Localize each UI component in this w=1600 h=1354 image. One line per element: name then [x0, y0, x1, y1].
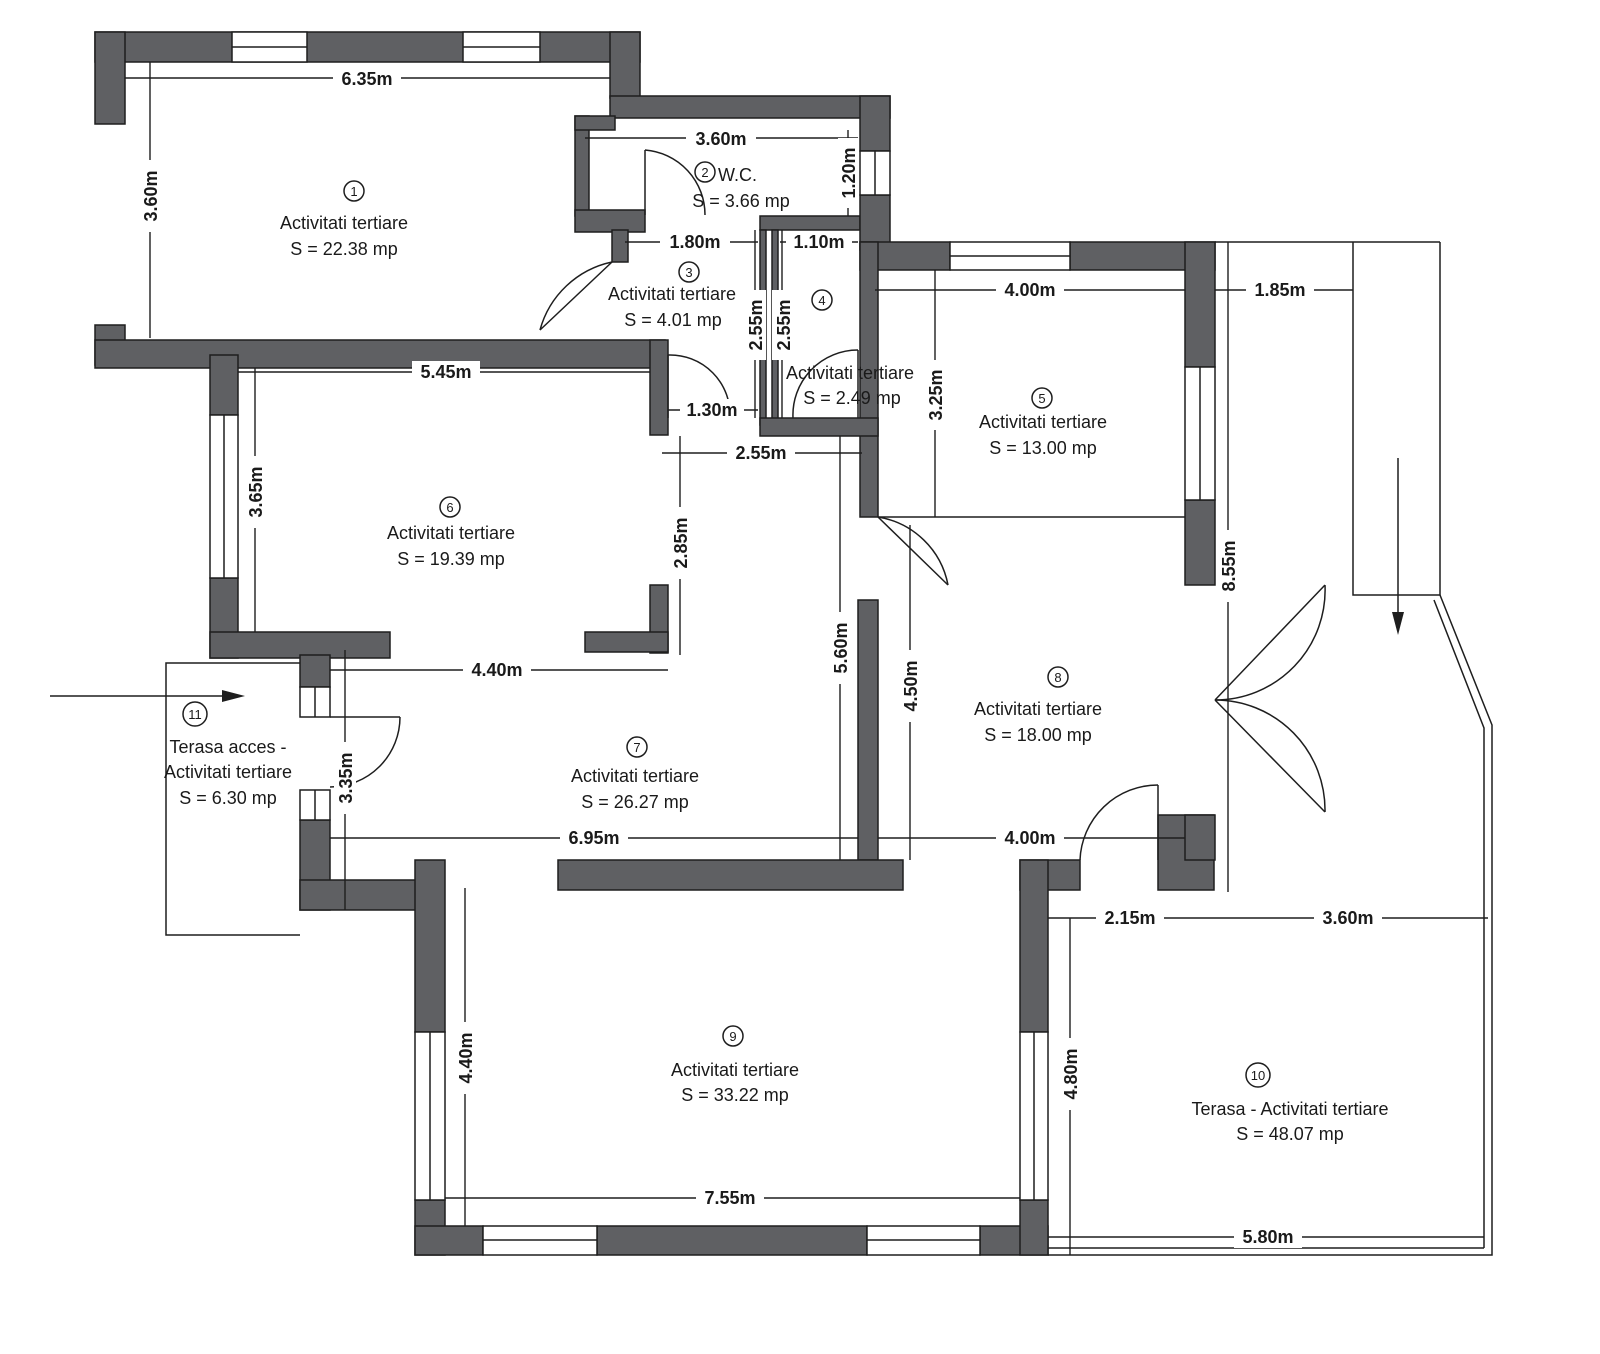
- room-name: Activitati tertiare: [979, 412, 1107, 432]
- terrace-outlines: [50, 241, 1493, 1256]
- room-name: W.C.: [718, 165, 757, 185]
- room-6: 6 Activitati tertiare S = 19.39 mp: [387, 496, 515, 569]
- room-area: S = 19.39 mp: [397, 549, 505, 569]
- svg-text:6: 6: [446, 500, 453, 515]
- room-area: S = 3.66 mp: [692, 191, 790, 211]
- dim-label: 4.40m: [456, 1032, 476, 1083]
- svg-text:5: 5: [1038, 391, 1045, 406]
- room-area: S = 48.07 mp: [1236, 1124, 1344, 1144]
- room-name: Activitati tertiare: [671, 1060, 799, 1080]
- dim-label: 2.15m: [1104, 908, 1155, 928]
- room-9: 9 Activitati tertiare S = 33.22 mp: [671, 1025, 799, 1105]
- dim-label: 3.60m: [141, 170, 161, 221]
- room-name: Activitati tertiare: [974, 699, 1102, 719]
- room-area: S = 26.27 mp: [581, 792, 689, 812]
- room-3: 3 Activitati tertiare S = 4.01 mp: [608, 261, 736, 330]
- room-area: S = 33.22 mp: [681, 1085, 789, 1105]
- dim-label: 4.00m: [1004, 280, 1055, 300]
- room-1: 1 Activitati tertiare S = 22.38 mp: [280, 180, 408, 259]
- dim-label: 3.65m: [246, 466, 266, 517]
- svg-text:3: 3: [685, 265, 692, 280]
- dim-label: 1.80m: [669, 232, 720, 252]
- svg-text:4: 4: [818, 293, 825, 308]
- room-name: Terasa - Activitati tertiare: [1191, 1099, 1388, 1119]
- dim-label: 4.50m: [901, 660, 921, 711]
- doors: [329, 149, 1326, 861]
- room-name-line1: Terasa acces -: [169, 737, 286, 757]
- room-name-line2: Activitati tertiare: [164, 762, 292, 782]
- svg-text:2: 2: [701, 165, 708, 180]
- svg-text:1: 1: [350, 184, 357, 199]
- room-8: 8 Activitati tertiare S = 18.00 mp: [974, 666, 1102, 745]
- room-10: 10 Terasa - Activitati tertiare S = 48.0…: [1191, 1062, 1389, 1144]
- dim-label: 5.45m: [420, 362, 471, 382]
- dim-label: 4.40m: [471, 660, 522, 680]
- svg-text:7: 7: [633, 740, 640, 755]
- dim-label: 4.00m: [1004, 828, 1055, 848]
- dim-label: 7.55m: [704, 1188, 755, 1208]
- dim-label: 2.55m: [746, 299, 766, 350]
- dim-label: 3.35m: [336, 752, 356, 803]
- dim-label: 4.80m: [1061, 1048, 1081, 1099]
- room-labels: 1 Activitati tertiare S = 22.38 mp 2 W.C…: [164, 161, 1389, 1144]
- dim-label: 3.25m: [926, 369, 946, 420]
- windows: [209, 31, 1216, 1256]
- dim-label: 5.80m: [1242, 1227, 1293, 1247]
- svg-text:11: 11: [188, 707, 202, 722]
- dim-label: 3.60m: [695, 129, 746, 149]
- room-2: 2 W.C. S = 3.66 mp: [692, 161, 790, 211]
- room-5: 5 Activitati tertiare S = 13.00 mp: [979, 387, 1107, 458]
- svg-text:8: 8: [1054, 670, 1061, 685]
- room-area: S = 2.49 mp: [803, 388, 901, 408]
- svg-text:10: 10: [1251, 1068, 1265, 1083]
- room-7: 7 Activitati tertiare S = 26.27 mp: [571, 736, 699, 812]
- dim-label: 6.35m: [341, 69, 392, 89]
- dim-label: 1.85m: [1254, 280, 1305, 300]
- room-area: S = 4.01 mp: [624, 310, 722, 330]
- dim-label: 3.60m: [1322, 908, 1373, 928]
- room-area: S = 13.00 mp: [989, 438, 1097, 458]
- room-name: Activitati tertiare: [608, 284, 736, 304]
- room-name: Activitati tertiare: [280, 213, 408, 233]
- room-4: 4 Activitati tertiare S = 2.49 mp: [786, 289, 914, 408]
- dim-label: 1.20m: [839, 147, 859, 198]
- dimension-labels: 6.35m 3.60m 3.60m 1.20m 1.80m 1.10m 2.55…: [139, 67, 1382, 1248]
- dim-label: 2.55m: [735, 443, 786, 463]
- dim-label: 1.10m: [793, 232, 844, 252]
- room-area: S = 18.00 mp: [984, 725, 1092, 745]
- room-name: Activitati tertiare: [786, 363, 914, 383]
- room-name: Activitati tertiare: [571, 766, 699, 786]
- room-area: S = 6.30 mp: [179, 788, 277, 808]
- room-name: Activitati tertiare: [387, 523, 515, 543]
- dim-label: 6.95m: [568, 828, 619, 848]
- svg-text:9: 9: [729, 1029, 736, 1044]
- dim-label: 2.85m: [671, 517, 691, 568]
- dim-label: 1.30m: [686, 400, 737, 420]
- dim-label: 8.55m: [1219, 540, 1239, 591]
- room-11: 11 Terasa acces - Activitati tertiare S …: [164, 701, 292, 808]
- room-area: S = 22.38 mp: [290, 239, 398, 259]
- dim-label: 5.60m: [831, 622, 851, 673]
- dim-label: 2.55m: [774, 299, 794, 350]
